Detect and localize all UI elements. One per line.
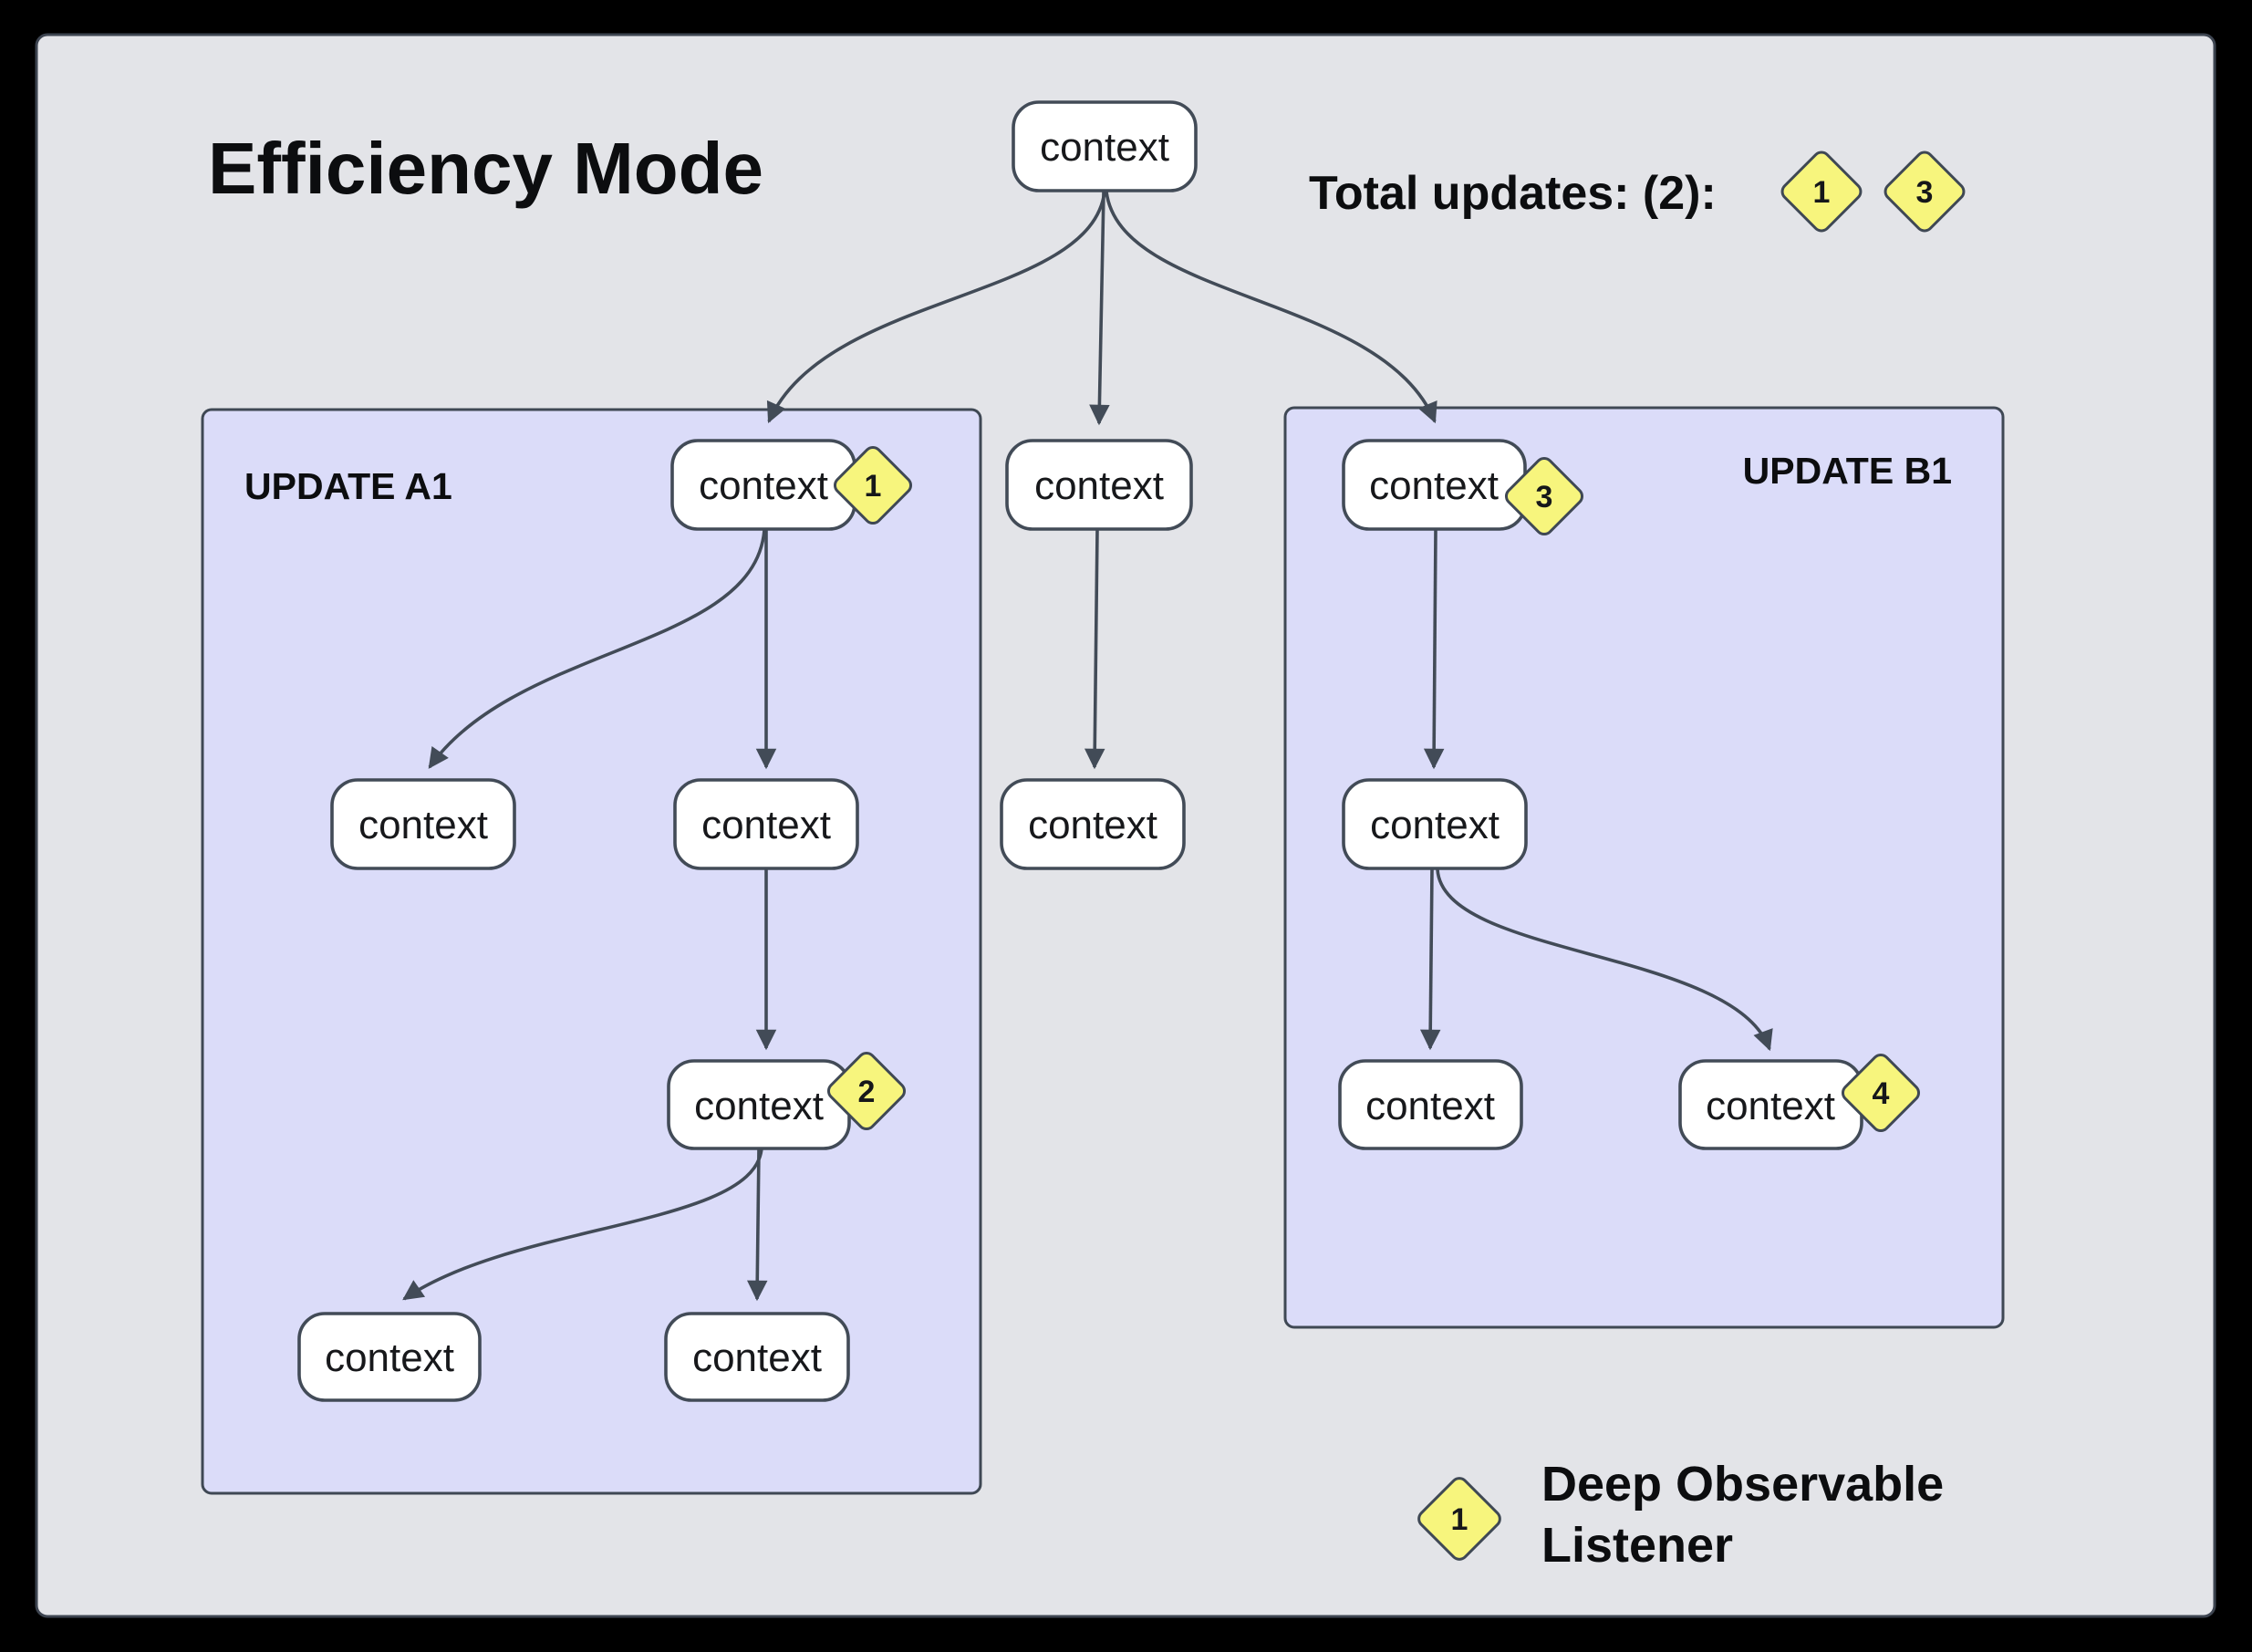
legend-label-line2: Listener (1541, 1518, 1733, 1573)
node-mid-bottom-label: context (1028, 803, 1157, 847)
badge-listener-4-value: 4 (1873, 1076, 1890, 1111)
edge-a1-grand-to-a1-leaf-right (746, 1148, 768, 1302)
total-updates: Total updates: (2): 1 3 (1309, 151, 1966, 233)
node-b1-mid: context (1342, 778, 1528, 870)
node-a1-leaf-left: context (297, 1312, 482, 1402)
node-a1-grand-label: context (694, 1084, 824, 1128)
badge-listener-3: 3 (1504, 456, 1584, 536)
node-a1-grand: context (667, 1059, 851, 1150)
node-b1-root: context (1342, 439, 1527, 531)
node-a1-child-left-label: context (358, 803, 488, 847)
node-mid-top-label: context (1034, 463, 1164, 508)
total-updates-badge-1-value: 1 (1813, 175, 1831, 210)
node-b1-leaf-left: context (1338, 1059, 1523, 1150)
node-root: context (1012, 100, 1198, 192)
edge-root-to-a1-root (766, 191, 1106, 424)
edge-a1-root-to-a1-child-left (428, 529, 766, 769)
node-a1-leaf-right: context (664, 1312, 850, 1402)
edge-root-to-b1-root (1105, 191, 1437, 424)
edge-b1-mid-to-b1-leaf-left (1419, 868, 1441, 1051)
node-b1-root-label: context (1369, 463, 1499, 508)
node-mid-top: context (1005, 439, 1193, 531)
node-a1-child-mid-label: context (701, 803, 831, 847)
legend-badge-value: 1 (1451, 1502, 1468, 1537)
edge-b1-mid-to-b1-leaf-right (1436, 868, 1773, 1052)
total-updates-label: Total updates: (2): (1309, 167, 1717, 220)
node-a1-root-label: context (699, 463, 828, 508)
group-update-a1-label: UPDATE A1 (244, 465, 452, 507)
node-mid-bottom: context (1000, 778, 1186, 870)
total-updates-badge-3-value: 3 (1916, 175, 1934, 210)
group-update-b1-label: UPDATE B1 (1743, 450, 1952, 492)
node-b1-leaf-left-label: context (1365, 1084, 1495, 1128)
edge-root-to-mid-top (1089, 191, 1110, 426)
badge-listener-3-value: 3 (1536, 480, 1553, 514)
group-update-a1: UPDATE A1 (201, 408, 982, 1495)
node-a1-child-mid: context (673, 778, 859, 870)
node-a1-child-left: context (330, 778, 516, 870)
node-b1-mid-label: context (1370, 803, 1500, 847)
node-b1-leaf-right: context (1678, 1059, 1863, 1150)
node-b1-leaf-right-label: context (1706, 1084, 1835, 1128)
node-root-label: context (1040, 125, 1169, 170)
total-updates-badge-3: 3 (1884, 151, 1966, 233)
total-updates-badge-1: 1 (1780, 151, 1863, 233)
legend-badge-icon: 1 (1417, 1477, 1501, 1561)
edge-a1-grand-to-a1-leaf-left (402, 1148, 763, 1301)
legend-label-line1: Deep Observable (1541, 1457, 1944, 1512)
legend: 1 Deep Observable Listener (1417, 1457, 1944, 1573)
badge-listener-1: 1 (833, 445, 913, 525)
node-a1-leaf-right-label: context (692, 1335, 822, 1380)
badge-listener-2-value: 2 (858, 1075, 876, 1109)
badge-listener-2: 2 (826, 1051, 907, 1131)
edge-b1-root-to-b1-mid (1423, 529, 1445, 770)
badge-listener-1-value: 1 (865, 469, 882, 504)
page-title: Efficiency Mode (208, 128, 763, 209)
node-a1-root: context (670, 439, 856, 531)
edge-mid-top-to-mid-bottom (1084, 529, 1105, 770)
badge-listener-4: 4 (1841, 1053, 1921, 1133)
node-a1-leaf-left-label: context (325, 1335, 454, 1380)
